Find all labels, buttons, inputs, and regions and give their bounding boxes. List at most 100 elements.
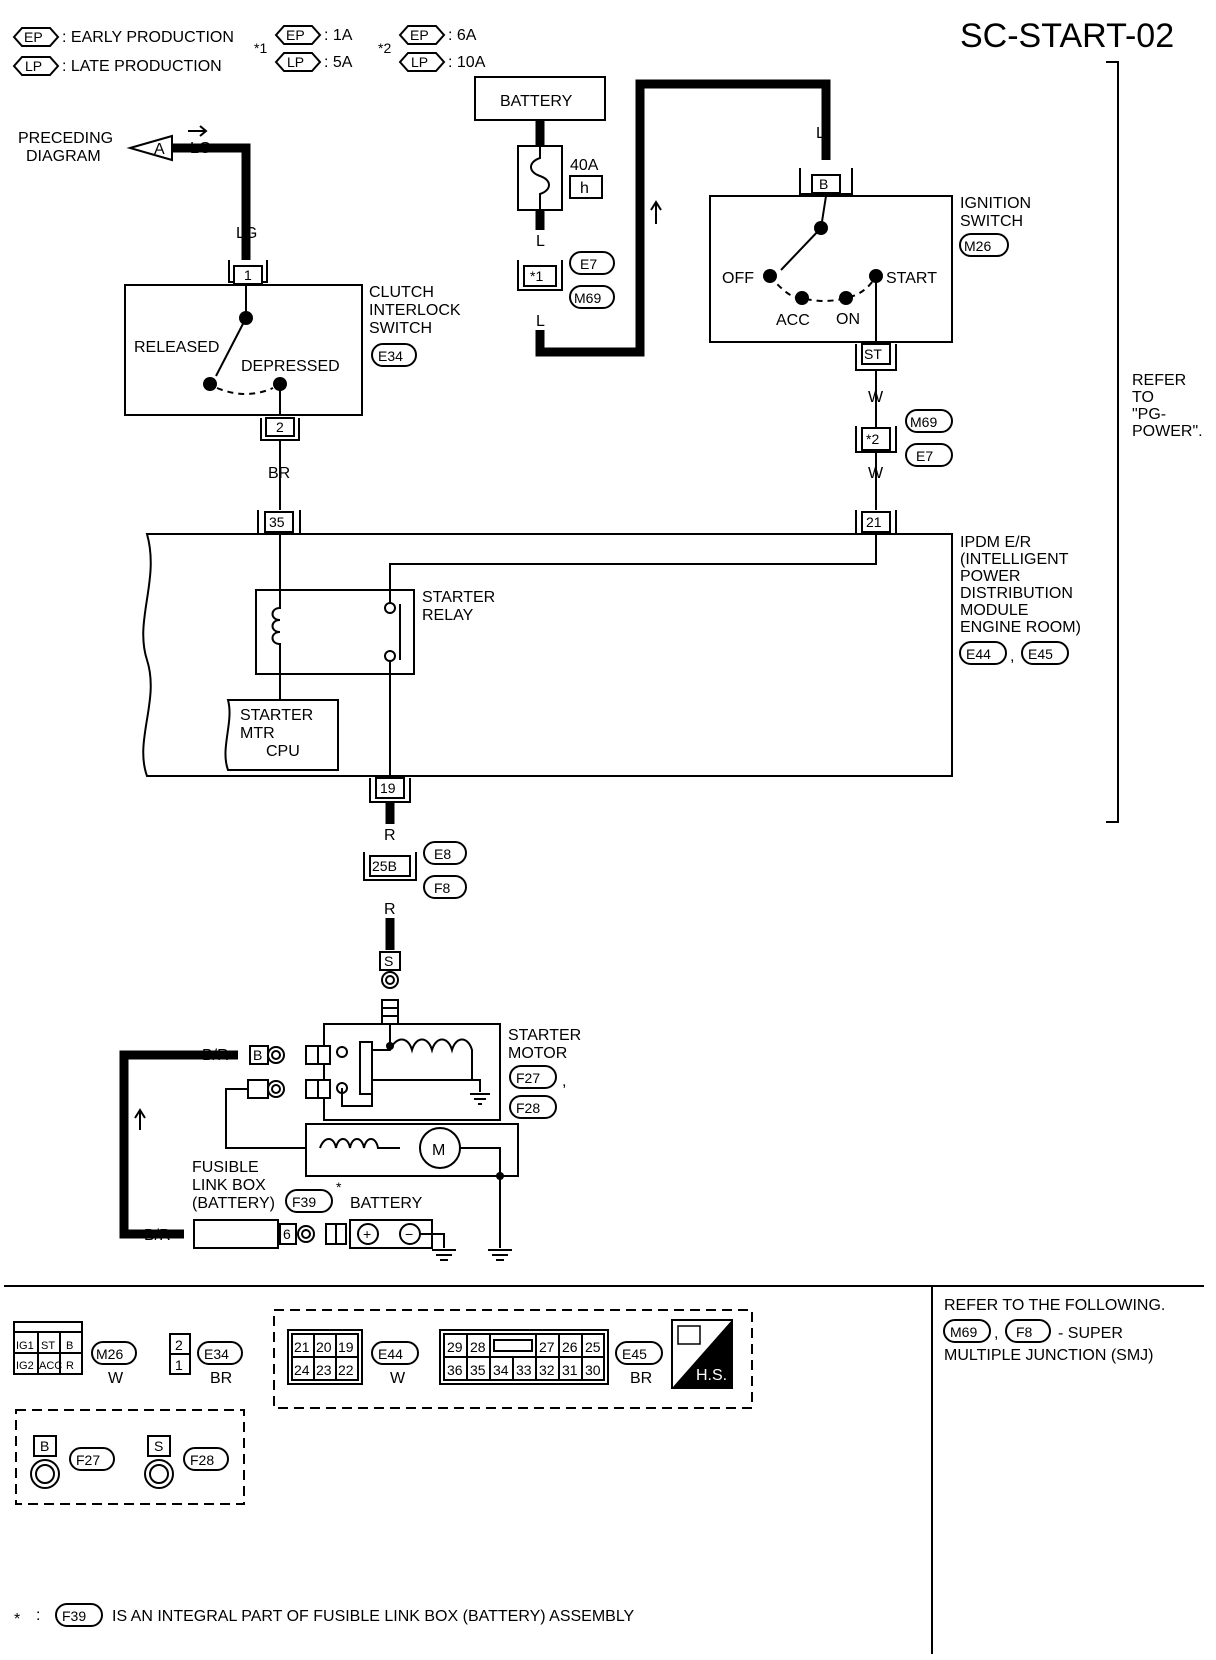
svg-text:LG: LG — [236, 225, 257, 242]
svg-text:REFER TO THE FOLLOWING.: REFER TO THE FOLLOWING. — [944, 1297, 1165, 1314]
svg-text:"PG-: "PG- — [1132, 406, 1166, 423]
svg-text:29: 29 — [447, 1339, 463, 1355]
svg-text:26: 26 — [562, 1339, 578, 1355]
svg-text:BR: BR — [210, 1370, 232, 1387]
svg-text:CLUTCH: CLUTCH — [369, 284, 434, 301]
svg-text:B: B — [40, 1438, 49, 1454]
svg-text:MTR: MTR — [240, 725, 275, 742]
battery-plus: + — [363, 1226, 371, 1242]
svg-text:ST: ST — [41, 1340, 55, 1352]
svg-text:,: , — [1010, 648, 1014, 665]
battery-minus: − — [405, 1226, 413, 1242]
svg-text:F27: F27 — [76, 1452, 100, 1468]
svg-text:F27: F27 — [516, 1070, 540, 1086]
preceding-diagram: PRECEDING DIAGRAM A LG LG — [18, 125, 257, 260]
svg-text:R: R — [66, 1360, 74, 1372]
svg-text:ACC: ACC — [39, 1360, 62, 1372]
ignition-pin-st: ST — [864, 346, 882, 362]
ignition-start: START — [886, 270, 937, 287]
battery-top-label: BATTERY — [500, 93, 573, 110]
svg-text:PRECEDING: PRECEDING — [18, 130, 113, 147]
svg-text:IG1: IG1 — [16, 1340, 34, 1352]
svg-text:M26: M26 — [96, 1346, 123, 1362]
svg-text:REFER: REFER — [1132, 372, 1186, 389]
ignition-switch: B OFF ACC ON START IGNITION SWITCH M26 S… — [709, 168, 1031, 510]
svg-text:POWER".: POWER". — [1132, 423, 1203, 440]
svg-text:BR: BR — [630, 1370, 652, 1387]
svg-text:W: W — [108, 1370, 124, 1387]
ignition-acc: ACC — [776, 312, 810, 329]
svg-text:B/R: B/R — [202, 1047, 229, 1064]
clutch-depressed: DEPRESSED — [241, 358, 340, 375]
svg-text:1: 1 — [175, 1357, 183, 1373]
svg-text:STARTER: STARTER — [422, 589, 495, 606]
svg-text:M69: M69 — [574, 290, 601, 306]
svg-text:19: 19 — [338, 1339, 354, 1355]
clutch-interlock-switch: 1 RELEASED DEPRESSED CLUTCH INTERLOCK SW… — [124, 260, 461, 510]
preceding-tag: A — [154, 141, 165, 158]
svg-text:B: B — [66, 1340, 73, 1352]
note2-ep: : 6A — [448, 27, 477, 44]
svg-text:L: L — [536, 313, 545, 330]
svg-text:MODULE: MODULE — [960, 602, 1028, 619]
svg-text:*: * — [14, 1611, 20, 1628]
legend-ep-text: : EARLY PRODUCTION — [62, 29, 234, 46]
svg-text:R: R — [384, 901, 396, 918]
svg-text:W: W — [868, 389, 884, 406]
svg-text:27: 27 — [539, 1339, 555, 1355]
clutch-pin-2: 2 — [276, 419, 284, 435]
svg-text:*: * — [336, 1179, 342, 1195]
svg-text:IS AN INTEGRAL PART OF FUSIBLE: IS AN INTEGRAL PART OF FUSIBLE LINK BOX … — [112, 1608, 635, 1625]
svg-text:E44: E44 — [378, 1346, 403, 1362]
note1-ep: : 1A — [324, 27, 353, 44]
s-pin: S — [384, 953, 393, 969]
svg-text:M69: M69 — [950, 1324, 977, 1340]
svg-text:F8: F8 — [434, 880, 451, 896]
svg-text:33: 33 — [516, 1362, 532, 1378]
joint2-mark: *2 — [866, 431, 879, 447]
svg-text:TO: TO — [1132, 389, 1154, 406]
svg-text:F39: F39 — [62, 1608, 86, 1624]
svg-text:LP: LP — [411, 54, 428, 70]
ignition-pin-b: B — [819, 176, 828, 192]
svg-text:23: 23 — [316, 1362, 332, 1378]
svg-text:(INTELLIGENT: (INTELLIGENT — [960, 551, 1069, 568]
ipdm-er: 35 21 STARTER RELAY STARTER MTR CPU IPDM… — [142, 510, 1081, 803]
svg-text:RELAY: RELAY — [422, 607, 474, 624]
smj-pin-25b: 25B — [372, 858, 397, 874]
battery-feed: BATTERY 40A h L *1 E7 M69 L L — [474, 76, 831, 357]
ipdm-pin-35: 35 — [269, 514, 285, 530]
hs-icon: H.S. — [671, 1319, 733, 1389]
svg-text:MULTIPLE JUNCTION (SMJ): MULTIPLE JUNCTION (SMJ) — [944, 1347, 1153, 1364]
svg-text:LP: LP — [287, 54, 304, 70]
svg-text:IG2: IG2 — [16, 1360, 34, 1372]
svg-text:SWITCH: SWITCH — [960, 213, 1023, 230]
svg-text:22: 22 — [338, 1362, 354, 1378]
svg-text:DISTRIBUTION: DISTRIBUTION — [960, 585, 1073, 602]
clutch-released: RELEASED — [134, 339, 219, 356]
starter-circuit: R 25B E8 F8 R S STARTER MOTOR F27 , F28 — [119, 802, 581, 1261]
svg-text:28: 28 — [470, 1339, 486, 1355]
svg-text:,: , — [994, 1325, 998, 1342]
svg-text:EP: EP — [286, 27, 305, 43]
svg-text:L: L — [536, 233, 545, 250]
svg-text:30: 30 — [585, 1362, 601, 1378]
legend: EP : EARLY PRODUCTION LP : LATE PRODUCTI… — [12, 25, 486, 76]
svg-text:BR: BR — [268, 465, 290, 482]
svg-text:EP: EP — [410, 27, 429, 43]
svg-text:E45: E45 — [1028, 646, 1053, 662]
connector-views: IG1 ST B IG2 ACC R M26 W 2 1 E34 BR 21 2… — [13, 1309, 753, 1505]
svg-text:STARTER: STARTER — [240, 707, 313, 724]
ipdm-pin-21: 21 — [866, 514, 882, 530]
b-pin: B — [253, 1047, 262, 1063]
svg-text:S: S — [154, 1438, 163, 1454]
svg-text:LINK BOX: LINK BOX — [192, 1177, 266, 1194]
ignition-conn: M26 — [964, 238, 991, 254]
page-title: SC-START-02 — [960, 17, 1174, 55]
svg-text:BATTERY: BATTERY — [350, 1195, 423, 1212]
svg-text:E7: E7 — [916, 448, 933, 464]
ignition-on: ON — [836, 311, 860, 328]
svg-text:W: W — [868, 465, 884, 482]
svg-text:20: 20 — [316, 1339, 332, 1355]
